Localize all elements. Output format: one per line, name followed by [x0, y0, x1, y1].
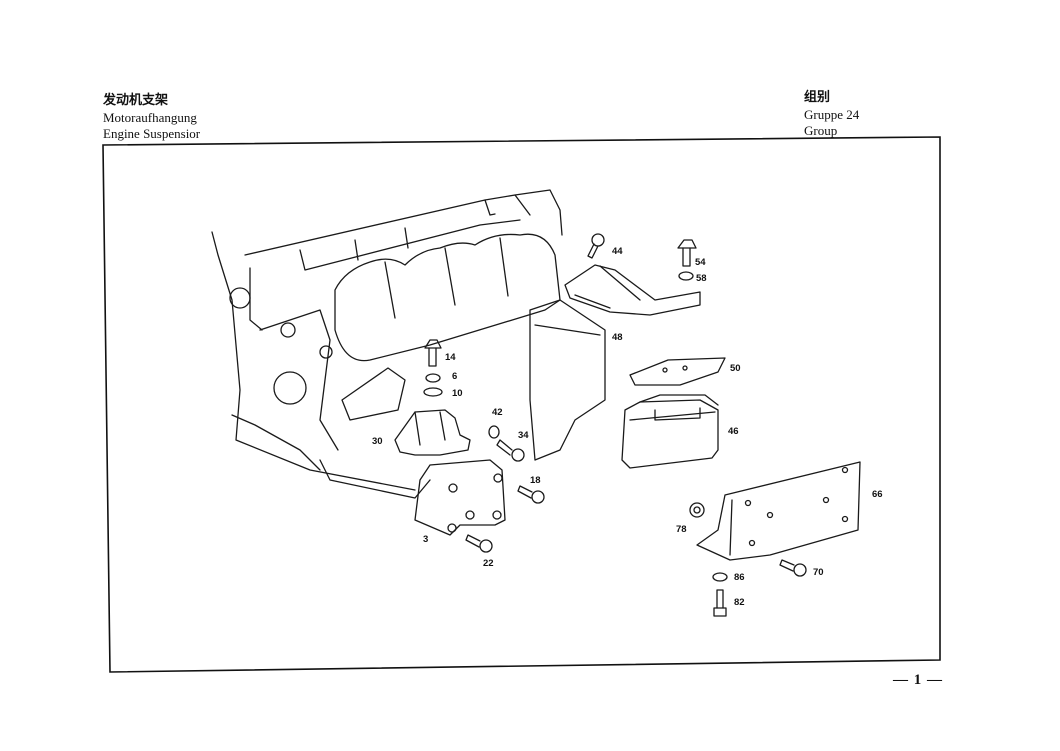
part-46-rubber-mount: [621, 399, 719, 469]
part-22-bolt: [465, 534, 493, 553]
callout-label: 86: [734, 572, 745, 583]
callout-label: 48: [612, 332, 623, 343]
part-6-washer: [425, 373, 441, 383]
callout-label: 44: [612, 246, 623, 257]
callout-label: 46: [728, 426, 739, 437]
callout-label: 70: [813, 567, 824, 578]
callout-label: 82: [734, 597, 745, 608]
part-30-bracket: [394, 409, 471, 456]
callout-label: 3: [423, 534, 428, 545]
callout-label: 30: [372, 436, 383, 447]
part-86-washer: [712, 572, 728, 582]
callout-label: 10: [452, 388, 463, 399]
section-title-block: 发动机支架 Motoraufhangung Engine Suspensior: [103, 93, 200, 143]
section-title-zh: 发动机支架: [103, 93, 169, 108]
callout-label: 34: [518, 430, 529, 441]
callout-label: 22: [483, 558, 494, 569]
group-label-zh: 组别: [804, 90, 831, 105]
part-54-bolt: [677, 239, 697, 267]
callout-label: 42: [492, 407, 503, 418]
part-44-bolt: [587, 233, 605, 259]
part-66-crossmember-plate: [696, 461, 861, 561]
diagram-frame: [102, 136, 941, 673]
part-70-bolt: [779, 559, 807, 577]
part-78-nut: [689, 502, 705, 518]
part-58-washer: [678, 271, 694, 281]
part-18-bolt: [517, 485, 545, 504]
group-label-en: Group: [804, 123, 838, 138]
part-42-spring-washer: [488, 425, 500, 439]
part-48-bracket: [564, 264, 701, 316]
callout-label: 58: [696, 273, 707, 284]
section-title-de: Motoraufhangung: [103, 109, 197, 125]
callout-label: 6: [452, 371, 457, 382]
callout-label: 50: [730, 363, 741, 374]
engine-block-drawing: [211, 189, 606, 499]
page-number: — 1 —: [893, 672, 943, 688]
group-label-de: Gruppe 24: [804, 106, 860, 122]
callout-label: 66: [872, 489, 883, 500]
section-title-en: Engine Suspensior: [103, 126, 201, 141]
part-3-mount: [414, 459, 506, 536]
part-34-bolt: [496, 439, 525, 462]
callout-label: 78: [676, 524, 687, 535]
callout-label: 54: [695, 257, 706, 268]
part-82-bolt: [713, 589, 727, 617]
callout-label: 14: [445, 352, 456, 363]
part-14-bolt: [424, 339, 442, 367]
part-50-plate: [629, 357, 726, 386]
group-block: 组别 Gruppe 24 Group: [804, 90, 859, 140]
callout-labels: 44 54 58 48 14 6 10 42 34 30 18 3 22 50 …: [372, 246, 883, 608]
callout-label: 18: [530, 475, 541, 486]
part-10-washer: [423, 387, 443, 397]
